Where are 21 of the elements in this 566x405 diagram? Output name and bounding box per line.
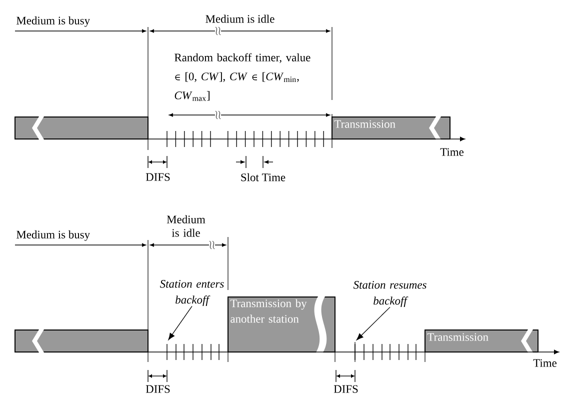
busy-bar [14, 330, 148, 352]
transmission-box: Transmission [332, 116, 450, 140]
label-text: Medium is idle [166, 215, 206, 237]
transmission-box: Transmission [424, 330, 538, 352]
label-text: Medium is idle [206, 14, 274, 23]
transmission-box: Transmission by another station [228, 296, 336, 352]
label-text: Slot Time [241, 173, 286, 182]
label-text: Medium is busy [16, 230, 90, 241]
label-text: Random backoff timer, value ∈ [0, CW], CW ∈ [CW$_{min}$, CW$_{max}$] [174, 53, 310, 101]
annotation-text: Station resumes backoff [353, 281, 426, 307]
label-text: DIFS [146, 385, 170, 393]
label-text: DIFS [334, 385, 358, 393]
annotation-text: Station enters backoff [160, 280, 224, 306]
slot-ticks [166, 344, 220, 360]
leader-arrow [356, 306, 390, 340]
label-text: Time [440, 148, 464, 156]
leader-arrow [168, 306, 192, 340]
label-text: Medium is busy [16, 16, 90, 27]
busy-bar [14, 116, 148, 140]
label-text: Time [533, 359, 556, 367]
label-text: DIFS [146, 173, 170, 181]
